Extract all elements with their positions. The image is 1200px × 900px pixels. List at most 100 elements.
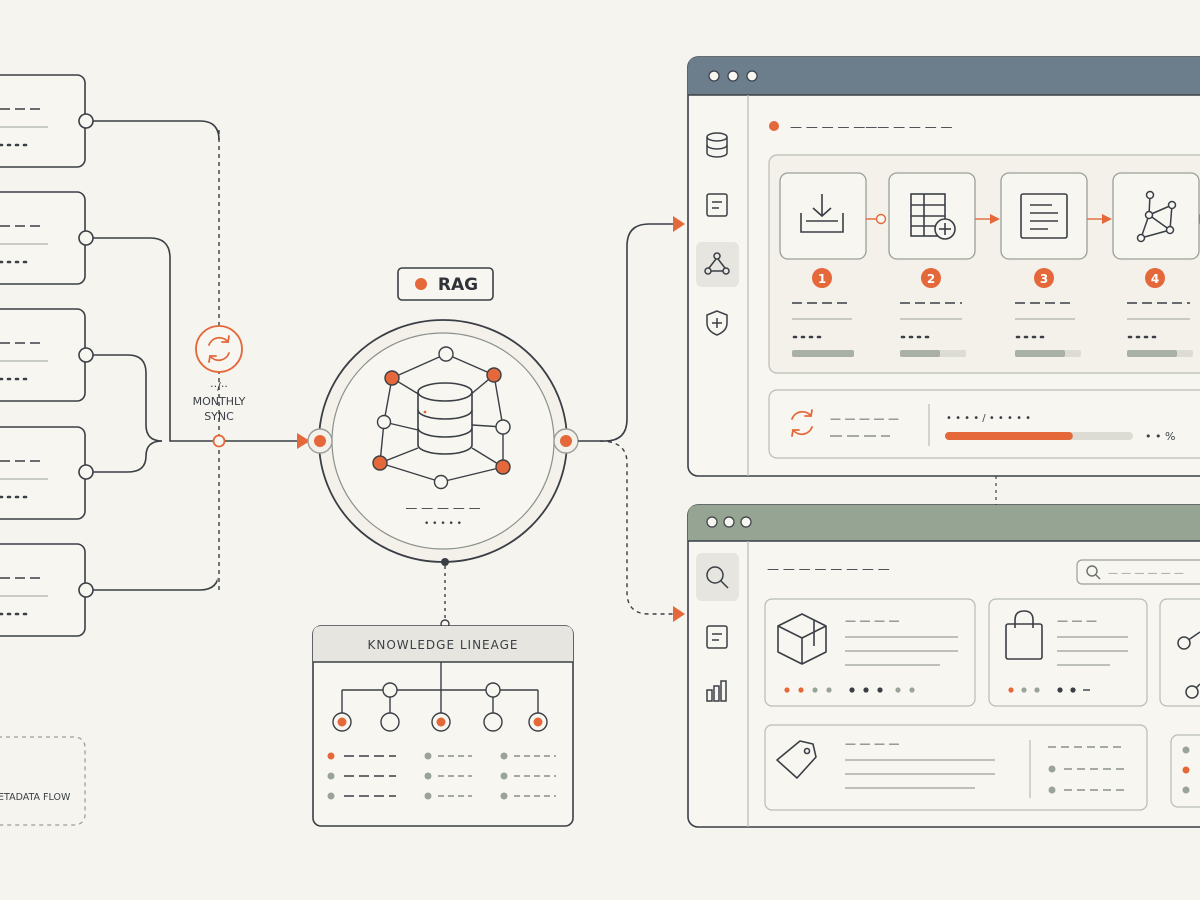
search-icon[interactable] — [706, 566, 729, 589]
step-number-2: 2 — [927, 272, 935, 286]
shield-plus-icon[interactable] — [706, 310, 728, 336]
window-dot[interactable] — [727, 70, 739, 82]
graph-node — [486, 367, 502, 383]
hub-caption-dots: • • • • • — [424, 519, 462, 529]
refresh-icon[interactable] — [791, 409, 813, 437]
search-placeholder: — — — — — — — [1108, 568, 1184, 579]
search-sidebar — [696, 553, 739, 702]
result-card-tag[interactable] — [764, 724, 1148, 811]
source-card-4[interactable] — [0, 426, 86, 520]
lineage-leaf — [483, 712, 503, 732]
knowledge-lineage-panel[interactable]: KNOWLEDGE LINEAGE — [312, 625, 574, 827]
lineage-tree — [341, 662, 539, 713]
source-card-1[interactable] — [0, 74, 86, 168]
document-icon[interactable] — [706, 193, 728, 217]
result-card-box[interactable] — [764, 598, 976, 707]
source-connectors — [86, 120, 300, 591]
graph-node — [372, 455, 388, 471]
input-arrow-icon — [297, 433, 310, 449]
table-add-icon — [910, 193, 956, 240]
card-tag-list — [1048, 746, 1125, 794]
sync-circle[interactable] — [195, 325, 243, 373]
search-input[interactable] — [1076, 559, 1200, 585]
rag-hub[interactable]: RAG — [307, 267, 579, 566]
download-tray-icon — [800, 194, 844, 233]
progress-title-dashes: — — — — — — [830, 412, 899, 425]
output-connectors — [444, 223, 673, 622]
source-port-3[interactable] — [78, 347, 94, 363]
graph-node — [438, 346, 454, 362]
sidebar-active-item[interactable] — [696, 242, 739, 287]
rag-badge-label: RAG — [438, 275, 478, 295]
source-port-2[interactable] — [78, 230, 94, 246]
source-card-5[interactable] — [0, 543, 86, 637]
database-icon — [417, 382, 473, 455]
step-tile-4[interactable] — [1112, 172, 1200, 260]
hub-bottom-port — [441, 558, 449, 566]
lineage-leaf — [380, 712, 400, 732]
price-tag-icon — [776, 740, 817, 779]
sidebar-active-item[interactable] — [696, 553, 739, 601]
network-icon[interactable] — [704, 252, 730, 275]
card-tag-title: — — — — — [845, 737, 900, 750]
source-card-placeholders — [0, 108, 48, 616]
graph-node — [384, 370, 400, 386]
sync-value: ··/·· — [210, 380, 228, 393]
progress-count-text: • • • • / • • • • • — [946, 413, 1031, 424]
graph-partial-icon — [1177, 631, 1200, 699]
shopping-bag-icon — [1005, 610, 1043, 660]
source-port-4[interactable] — [78, 464, 94, 480]
step-numbers: 1 2 3 4 — [812, 268, 1165, 288]
source-card-3[interactable] — [0, 308, 86, 402]
lineage-title: KNOWLEDGE LINEAGE — [367, 638, 518, 652]
hub-caption-dashes: — — — — — — [405, 501, 480, 515]
source-cards — [0, 74, 86, 637]
result-card-bag[interactable] — [988, 598, 1148, 707]
step-progress-bars — [792, 350, 1193, 357]
window-dot[interactable] — [740, 516, 752, 528]
step-placeholders — [792, 302, 1190, 339]
database-icon[interactable] — [706, 132, 728, 158]
pipeline-arrow-icon — [673, 216, 685, 232]
document-icon[interactable] — [706, 625, 728, 649]
source-port-1[interactable] — [78, 113, 94, 129]
document-icon — [1020, 193, 1068, 239]
rag-badge[interactable] — [397, 267, 494, 301]
progress-fill — [945, 432, 1073, 440]
pipeline-window[interactable]: — — — — ——— — — — — — [687, 56, 1200, 477]
source-card-2[interactable] — [0, 191, 86, 285]
search-arrow-icon — [673, 606, 685, 622]
bar-chart-icon[interactable] — [706, 680, 727, 702]
monthly-sync[interactable]: ··/·· MONTHLY SYNC — [193, 325, 246, 423]
window-dot[interactable] — [723, 516, 735, 528]
window-controls — [708, 70, 758, 82]
step-number-3: 3 — [1040, 272, 1048, 286]
card-bag-title: — — — — [1057, 614, 1097, 627]
graph-node — [376, 414, 392, 430]
source-ports — [78, 113, 94, 598]
card-box-title: — — — — — [845, 614, 900, 627]
graph-nodes — [372, 346, 511, 490]
card-bag-dots — [1008, 687, 1090, 693]
lineage-nodes — [332, 682, 548, 732]
window-dot[interactable] — [708, 70, 720, 82]
overall-progress-panel — [768, 389, 1200, 459]
metadata-flow-card[interactable]: ETADATA FLOW — [0, 736, 86, 826]
graph-node — [495, 419, 511, 435]
sync-junction — [212, 434, 226, 448]
source-port-5[interactable] — [78, 582, 94, 598]
search-header-text: — — — — — — — — — [767, 562, 890, 576]
lineage-legend — [327, 752, 556, 800]
sync-icon — [208, 335, 230, 363]
search-window[interactable]: — — — — — — — — — — — — — — — — — — — [687, 504, 1200, 828]
pipeline-sidebar — [696, 132, 739, 336]
graph-node — [433, 474, 449, 490]
step-tile-3[interactable] — [1000, 172, 1088, 260]
progress-percent-text: • • % — [1145, 430, 1175, 443]
sync-title-line1: MONTHLY — [193, 395, 246, 408]
window-dot[interactable] — [706, 516, 718, 528]
result-card-partial[interactable] — [1159, 598, 1200, 707]
metadata-flow-label: ETADATA FLOW — [0, 792, 71, 803]
window-dot[interactable] — [746, 70, 758, 82]
